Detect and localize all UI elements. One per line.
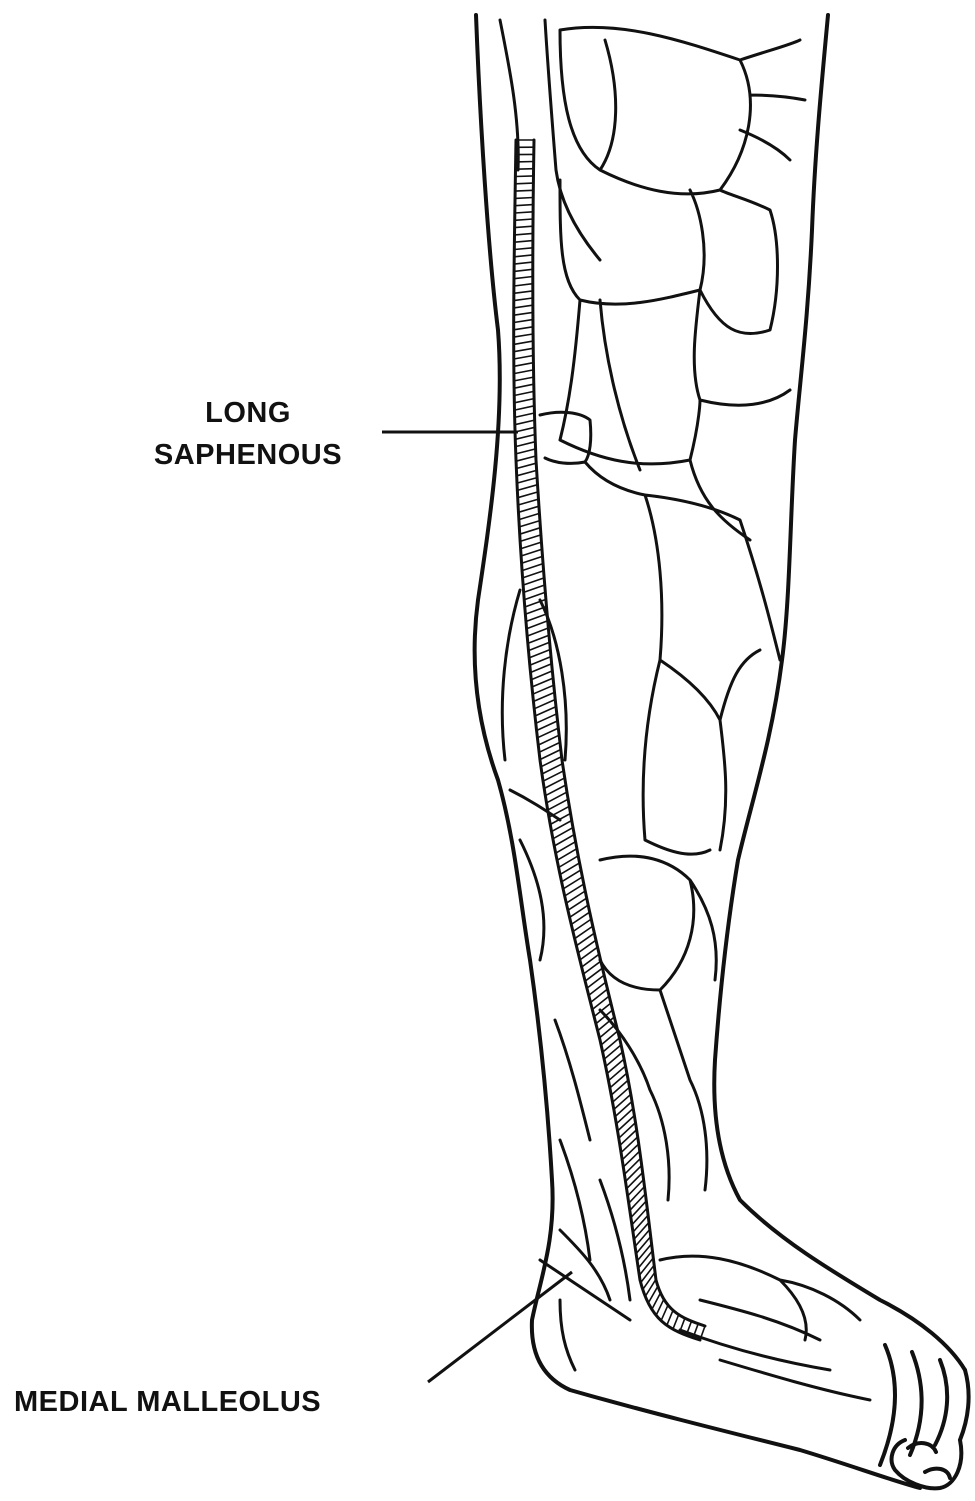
- saphenous-hatching: [514, 140, 705, 1340]
- medial-malleolus-label-text: MEDIAL MALLEOLUS: [14, 1381, 321, 1423]
- vein-upper-cells: [560, 27, 805, 540]
- long-saphenous-label: LONG SAPHENOUS: [128, 392, 368, 476]
- vein-lower-cells: [555, 856, 716, 1300]
- vein-middle-cells: [502, 412, 780, 960]
- leader-medial-malleolus: [428, 1272, 572, 1382]
- long-saphenous-label-line2: SAPHENOUS: [128, 434, 368, 476]
- medial-malleolus-label: MEDIAL MALLEOLUS: [14, 1381, 321, 1423]
- long-saphenous-label-line1: LONG: [128, 392, 368, 434]
- leg-right-contour: [714, 15, 965, 1370]
- toes-outline: [880, 1345, 969, 1488]
- long-saphenous-vein: [514, 140, 705, 1340]
- saphenous-left-wall: [514, 140, 700, 1340]
